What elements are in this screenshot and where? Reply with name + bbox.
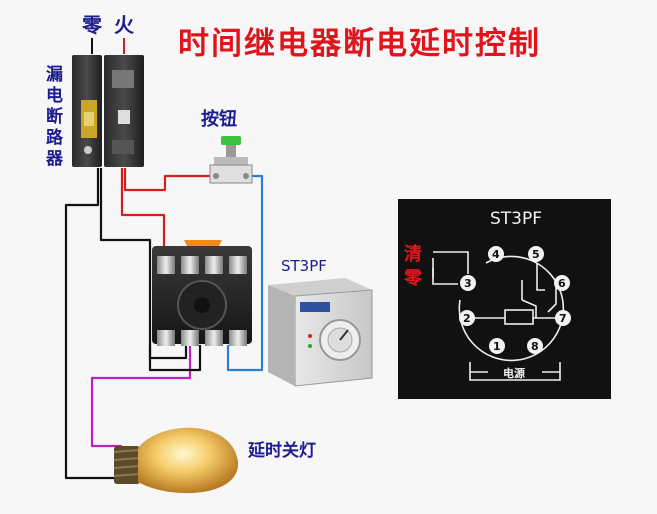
neutral-label: 零 bbox=[81, 13, 103, 37]
breaker-label-char: 电 bbox=[46, 85, 63, 106]
button-label: 按钮 bbox=[201, 108, 237, 130]
clear-label-char: 零 bbox=[403, 268, 423, 289]
pin-label: 6 bbox=[558, 277, 566, 290]
socket-screws-top bbox=[157, 256, 247, 274]
breaker-label-char: 断 bbox=[46, 106, 63, 127]
power-label: 电源 bbox=[503, 366, 525, 380]
socket-screws-bottom bbox=[157, 330, 247, 346]
live-label: 火 bbox=[114, 13, 135, 37]
wire-neutral-relay bbox=[99, 168, 188, 360]
pin-label: 2 bbox=[463, 312, 471, 325]
relay-model-label: ST3PF bbox=[281, 257, 327, 275]
clear-label-char: 清 bbox=[404, 244, 422, 265]
wire-live-relay bbox=[120, 168, 166, 266]
schematic-model: ST3PF bbox=[490, 209, 542, 229]
pin-label: 8 bbox=[531, 340, 539, 353]
leakage-breaker bbox=[72, 55, 144, 167]
wire-neutral-lamp bbox=[64, 168, 122, 480]
pin-label: 1 bbox=[493, 340, 501, 353]
pin-label: 4 bbox=[492, 248, 500, 261]
pin-label: 5 bbox=[532, 248, 540, 261]
st3pf-schematic: ST3PF 清 零 1 2 bbox=[398, 199, 611, 399]
push-button bbox=[209, 136, 253, 184]
breaker-label: 漏 电 断 路 器 bbox=[45, 65, 64, 169]
pin-label: 7 bbox=[559, 312, 567, 325]
pin-label: 3 bbox=[464, 277, 472, 290]
light-bulb bbox=[113, 427, 239, 494]
schematic-pins: 1 2 3 4 5 6 7 8 bbox=[459, 246, 571, 354]
page-title: 时间继电器断电延时控制 bbox=[178, 26, 541, 62]
breaker-label-char: 漏 bbox=[46, 65, 63, 85]
schematic-panel bbox=[398, 199, 611, 399]
breaker-label-char: 路 bbox=[46, 127, 64, 148]
wiring bbox=[64, 168, 264, 480]
relay-socket bbox=[152, 240, 252, 346]
time-relay-st3pf bbox=[268, 278, 373, 387]
breaker-label-char: 器 bbox=[45, 149, 64, 169]
lamp-label: 延时关灯 bbox=[247, 440, 316, 461]
wire-live-button bbox=[123, 168, 210, 192]
wire-relay-lamp bbox=[90, 345, 192, 448]
wire-button-relay bbox=[226, 174, 264, 372]
